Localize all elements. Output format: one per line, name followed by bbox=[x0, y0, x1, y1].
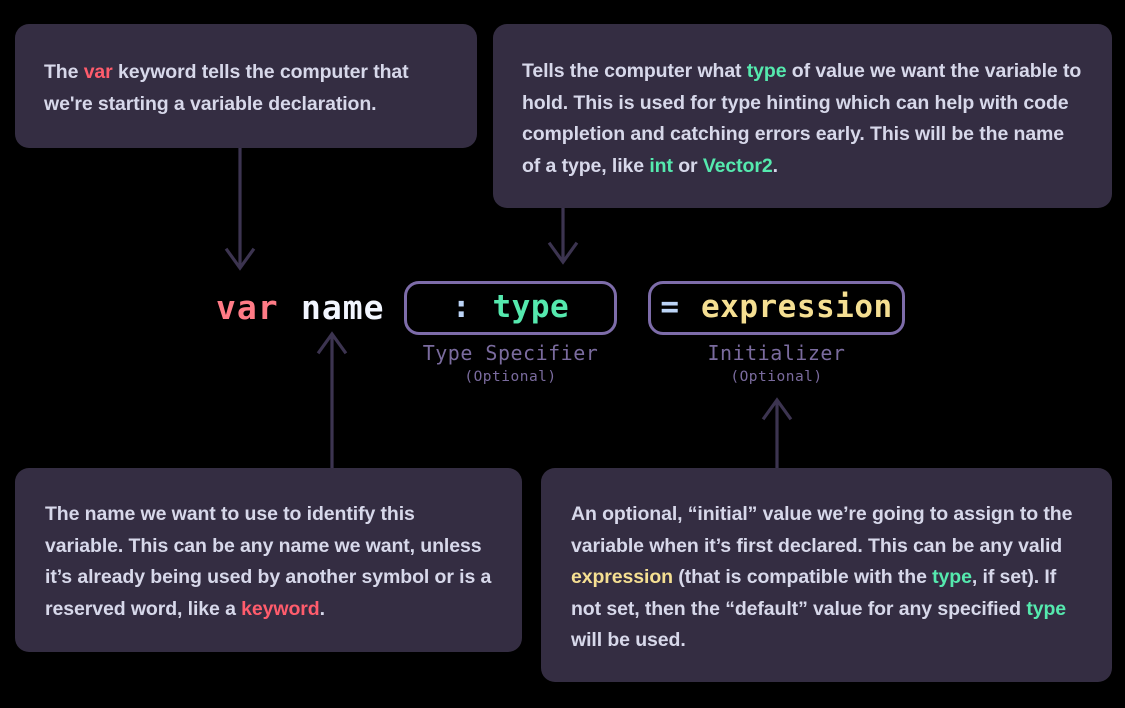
token-vector2: Vector2 bbox=[702, 154, 773, 177]
token-type-2: type bbox=[1026, 597, 1067, 620]
syntax-row: var name bbox=[0, 276, 1125, 346]
arrow-type-down bbox=[545, 208, 585, 270]
text-segment: , if set). If not set, then the “default… bbox=[571, 566, 1057, 620]
arrow-name-up bbox=[315, 331, 355, 470]
type-specifier-pill: : type bbox=[404, 281, 617, 335]
var-keyword-callout-text: The var keyword tells the computer that … bbox=[15, 24, 477, 120]
text-segment: The bbox=[44, 61, 84, 83]
token-int: int bbox=[649, 154, 673, 177]
text-segment: An optional, “initial” value we’re going… bbox=[571, 503, 1073, 557]
type-specifier-caption: Type Specifier (Optional) bbox=[404, 340, 617, 388]
initializer-callout-text: An optional, “initial” value we’re going… bbox=[541, 468, 1112, 657]
type-token: type bbox=[492, 288, 570, 325]
name-callout: The name we want to use to identify this… bbox=[15, 468, 522, 652]
initializer-caption-title: Initializer bbox=[707, 341, 846, 365]
expression-token: expression bbox=[701, 288, 893, 325]
type-specifier-callout-text: Tells the computer what type of value we… bbox=[493, 24, 1112, 182]
arrow-initializer-up bbox=[760, 397, 800, 470]
text-segment: Tells the computer what bbox=[522, 60, 747, 82]
token-type: type bbox=[746, 60, 787, 82]
name-callout-text: The name we want to use to identify this… bbox=[15, 468, 522, 625]
equals-operator: = bbox=[660, 288, 680, 325]
token-keyword: keyword bbox=[241, 597, 320, 620]
initializer-caption: Initializer (Optional) bbox=[648, 340, 905, 388]
type-specifier-callout: Tells the computer what type of value we… bbox=[493, 24, 1112, 208]
type-specifier-caption-title: Type Specifier bbox=[422, 341, 599, 365]
text-segment: . bbox=[772, 154, 778, 177]
initializer-caption-optional: (Optional) bbox=[730, 369, 823, 385]
token-expression: expression bbox=[571, 566, 673, 588]
type-specifier-caption-optional: (Optional) bbox=[464, 369, 557, 385]
initializer-callout: An optional, “initial” value we’re going… bbox=[541, 468, 1112, 682]
text-segment: The name we want to use to identify this… bbox=[45, 503, 492, 620]
syntax-identifier-name: name bbox=[301, 288, 385, 327]
text-segment: or bbox=[672, 154, 703, 177]
text-segment: (that is compatible with the bbox=[672, 566, 933, 588]
var-keyword-callout: The var keyword tells the computer that … bbox=[15, 24, 477, 148]
token-type-1: type bbox=[932, 566, 972, 588]
syntax-keyword-var: var bbox=[216, 288, 279, 327]
token-var: var bbox=[83, 61, 113, 83]
initializer-pill: = expression bbox=[648, 281, 905, 335]
arrow-var-down bbox=[222, 148, 262, 276]
text-segment: of value we want the variable to hold. T… bbox=[522, 60, 1082, 177]
colon-operator: : bbox=[451, 288, 471, 325]
text-segment: . bbox=[319, 597, 325, 620]
text-segment: will be used. bbox=[571, 629, 686, 651]
text-segment: keyword tells the computer that we're st… bbox=[44, 61, 409, 115]
